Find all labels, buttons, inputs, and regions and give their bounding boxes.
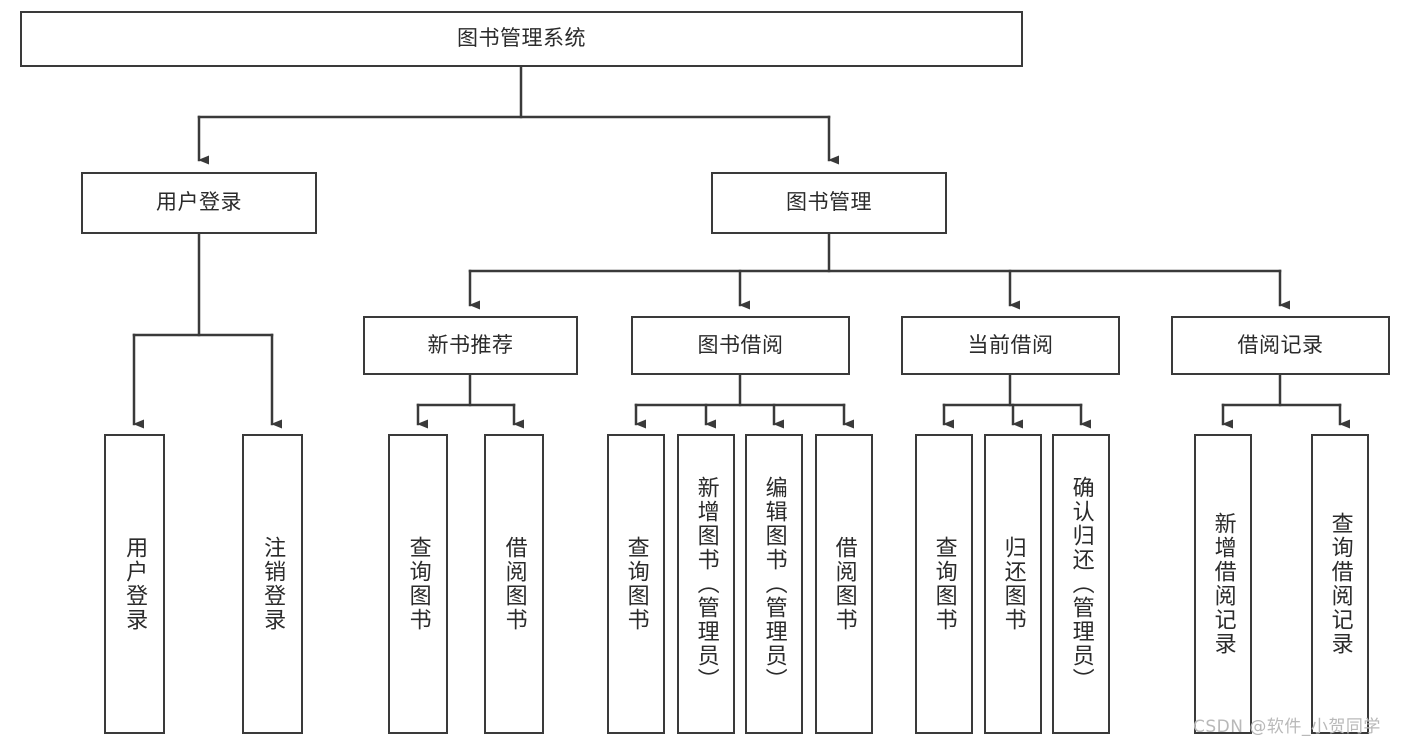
node-label: 新增图书（管理员） [693, 476, 719, 692]
node-label: 查询图书 [405, 536, 431, 632]
node-label: 用户登录 [122, 536, 148, 632]
node-label: 新书推荐 [427, 332, 514, 357]
leaf-user-login[interactable]: 用户登录 [104, 434, 165, 734]
leaf-cb-query-book[interactable]: 查询图书 [915, 434, 973, 734]
leaf-br-query-record[interactable]: 查询借阅记录 [1311, 434, 1369, 734]
node-current-borrow[interactable]: 当前借阅 [901, 316, 1120, 375]
node-label: 用户登录 [156, 190, 242, 215]
node-book-borrow[interactable]: 图书借阅 [631, 316, 850, 375]
node-label: 归还图书 [1000, 536, 1026, 632]
node-root-system[interactable]: 图书管理系统 [20, 11, 1023, 67]
node-book-management[interactable]: 图书管理 [711, 172, 947, 234]
node-label: 图书管理系统 [457, 26, 586, 51]
node-label: 当前借阅 [967, 332, 1054, 357]
leaf-bb-query-book[interactable]: 查询图书 [607, 434, 665, 734]
leaf-bb-edit-book-admin[interactable]: 编辑图书（管理员） [745, 434, 803, 734]
leaf-cb-confirm-return-admin[interactable]: 确认归还（管理员） [1052, 434, 1110, 734]
leaf-br-add-record[interactable]: 新增借阅记录 [1194, 434, 1252, 734]
leaf-nb-borrow-book[interactable]: 借阅图书 [484, 434, 544, 734]
node-borrow-record[interactable]: 借阅记录 [1171, 316, 1390, 375]
node-label: 查询图书 [623, 536, 649, 632]
node-label: 查询借阅记录 [1327, 512, 1353, 656]
leaf-cb-return-book[interactable]: 归还图书 [984, 434, 1042, 734]
node-user-login[interactable]: 用户登录 [81, 172, 317, 234]
leaf-bb-borrow-book[interactable]: 借阅图书 [815, 434, 873, 734]
leaf-bb-add-book-admin[interactable]: 新增图书（管理员） [677, 434, 735, 734]
node-label: 新增借阅记录 [1210, 512, 1236, 656]
node-label: 编辑图书（管理员） [761, 476, 787, 692]
node-label: 图书借阅 [697, 332, 784, 357]
node-label: 借阅图书 [501, 536, 527, 632]
node-label: 查询图书 [931, 536, 957, 632]
node-label: 确认归还（管理员） [1068, 476, 1094, 692]
node-label: 借阅记录 [1237, 332, 1324, 357]
node-label: 图书管理 [786, 190, 872, 215]
leaf-nb-query-book[interactable]: 查询图书 [388, 434, 448, 734]
node-label: 借阅图书 [831, 536, 857, 632]
leaf-logout[interactable]: 注销登录 [242, 434, 303, 734]
node-label: 注销登录 [260, 536, 286, 632]
node-new-book-recommend[interactable]: 新书推荐 [363, 316, 578, 375]
